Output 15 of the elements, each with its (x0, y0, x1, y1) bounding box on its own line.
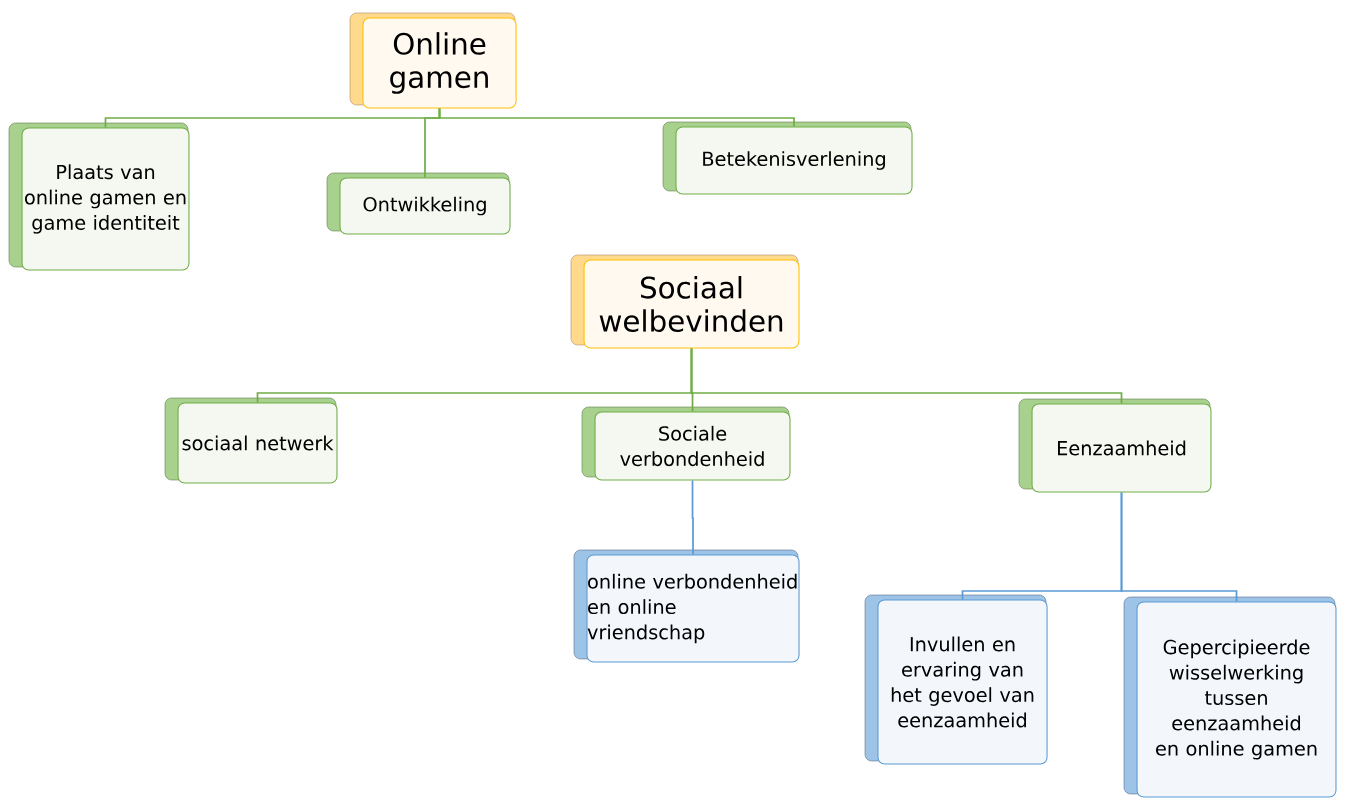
connector-line (691, 479, 694, 556)
subtopic-box: Invullen en ervaring van het gevoel van eenzaamheid (864, 594, 1048, 765)
connector-line (438, 107, 795, 128)
heading-box: Online gamen (349, 12, 517, 109)
heading-box: Sociaal welbevinden (570, 254, 800, 349)
topic-box: Eenzaamheid (1018, 398, 1212, 493)
topic-box: Ontwikkeling (326, 172, 511, 235)
topic-box: Betekenisverlening (662, 121, 913, 195)
topic-box: Sociale verbondenheid (581, 406, 791, 481)
subtopic-box: Gepercipieerde wisselwerking tussen eenzaamheid en online gamen (1123, 596, 1337, 798)
topic-box: Plaats van online gamen en game identiteit (8, 122, 190, 271)
connector-line (1120, 491, 1238, 603)
topic-box: sociaal netwerk (164, 397, 338, 484)
subtopic-box: online verbondenheid en online vriendschap (573, 549, 800, 663)
connector-line (690, 347, 1123, 405)
